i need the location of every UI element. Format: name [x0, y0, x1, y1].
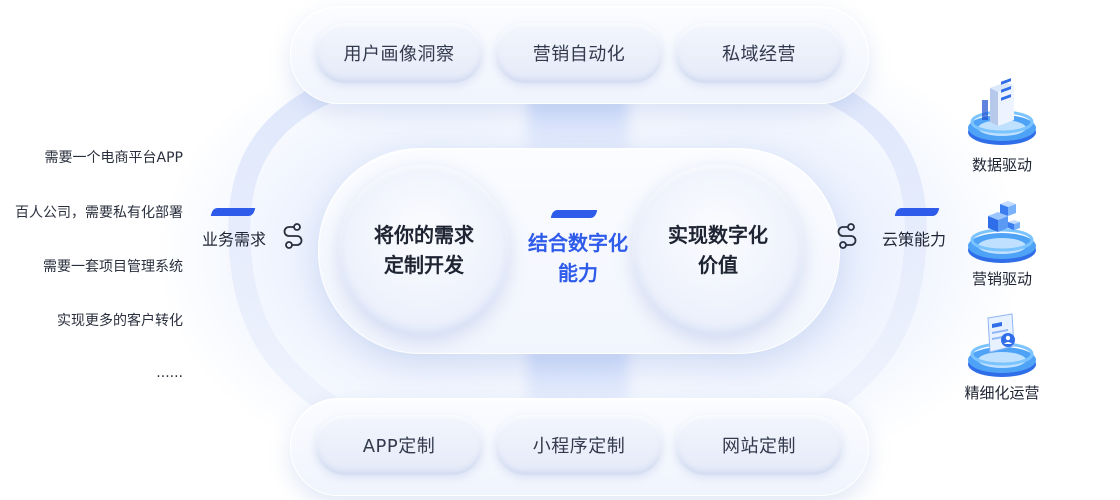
left-list-item: 需要一套项目管理系统 — [43, 259, 183, 275]
right-accent-dash — [894, 208, 940, 216]
left-list-ellipsis: ...... — [156, 365, 183, 381]
driver-label-data: 数据驱动 — [971, 156, 1032, 174]
center-caption: 结合数字化 能力 — [515, 228, 641, 288]
pill-miniprogram-custom: 小程序定制 — [495, 415, 663, 475]
pill-user-profile-insight: 用户画像洞察 — [315, 23, 483, 83]
top-connector — [528, 96, 628, 156]
orb-value-line2: 价值 — [698, 253, 738, 277]
right-label-cloud-capability: 云策能力 — [882, 230, 947, 249]
bottom-service-row: APP定制 小程序定制 网站定制 — [290, 398, 869, 496]
top-capability-row: 用户画像洞察 营销自动化 私域经营 — [290, 6, 869, 104]
left-label-business-needs: 业务需求 — [202, 230, 267, 249]
left-list-item: 实现更多的客户转化 — [57, 313, 183, 329]
orb-requirements-text: 将你的需求 定制开发 — [374, 220, 474, 280]
s-curve-link-icon-right — [837, 223, 857, 249]
pill-private-domain: 私域经营 — [675, 23, 843, 83]
left-list-item: 需要一个电商平台APP — [44, 150, 183, 166]
orb-requirements: 将你的需求 定制开发 — [338, 164, 510, 336]
document-user-platform-icon — [968, 313, 1036, 377]
center-caption-line1: 结合数字化 — [528, 231, 628, 255]
pill-app-custom: APP定制 — [315, 415, 483, 475]
left-accent-dash — [210, 208, 256, 216]
pill-marketing-automation: 营销自动化 — [495, 23, 663, 83]
driver-label-refined-ops: 精细化运营 — [964, 384, 1040, 402]
cubes-platform-icon — [968, 201, 1036, 263]
bottom-connector — [528, 346, 628, 406]
driver-label-marketing: 营销驱动 — [971, 270, 1032, 288]
center-accent-dash — [550, 210, 598, 218]
center-caption-line2: 能力 — [558, 261, 598, 285]
pill-website-custom: 网站定制 — [675, 415, 843, 475]
orb-value-text: 实现数字化 价值 — [668, 220, 768, 280]
orb-value: 实现数字化 价值 — [632, 164, 804, 336]
orb-requirements-line2: 定制开发 — [384, 253, 464, 277]
s-curve-link-icon-left — [283, 223, 303, 249]
server-platform-icon — [968, 78, 1036, 145]
orb-value-line1: 实现数字化 — [668, 223, 768, 247]
left-list-item: 百人公司，需要私有化部署 — [15, 205, 183, 221]
orb-requirements-line1: 将你的需求 — [374, 223, 474, 247]
